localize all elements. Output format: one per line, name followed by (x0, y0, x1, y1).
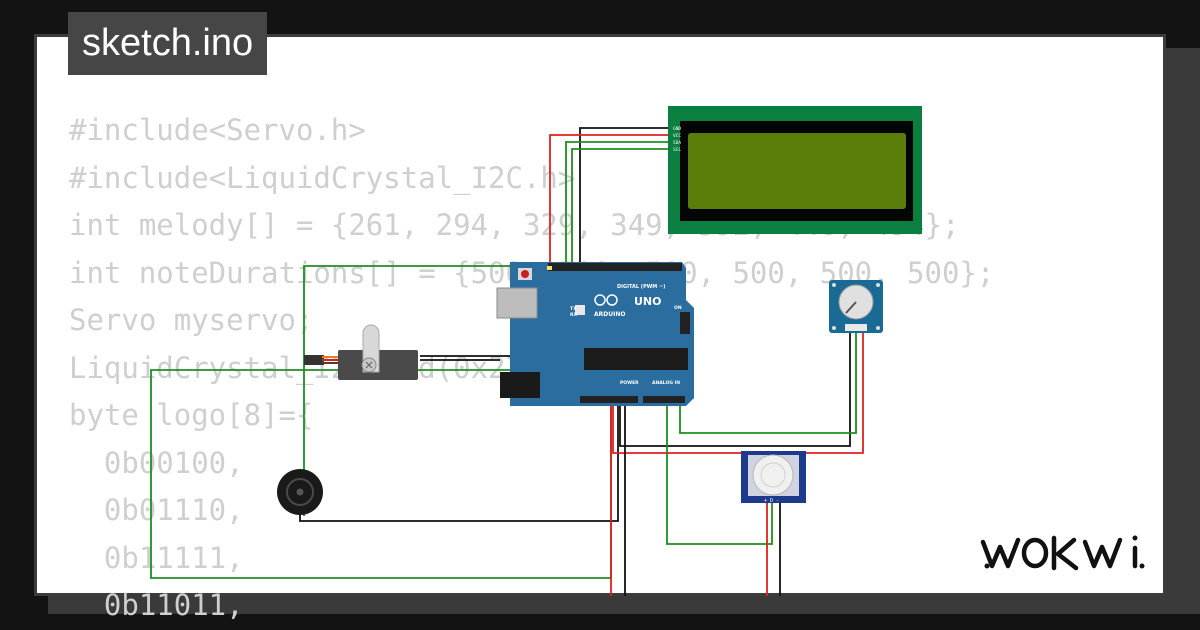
wire-lcd-vcc (549, 134, 669, 262)
led-l (547, 266, 552, 270)
logo-letter-w2 (1082, 537, 1123, 569)
code-line: byte logo[8]={ (69, 398, 314, 432)
logo-letter-k (1051, 535, 1079, 571)
logo-dot-2 (1139, 563, 1145, 569)
power-jack (500, 372, 540, 398)
wire-5v (612, 333, 864, 454)
code-line: int noteDurations[] = {500, 500, 500, 50… (69, 255, 995, 290)
analog-label: ANALOG IN (652, 380, 680, 386)
wire-buzzer-gnd (299, 397, 619, 522)
code-line: int melody[] = {261, 294, 329, 349, 392,… (69, 208, 960, 242)
lcd-pin-sda: SDA (673, 140, 681, 146)
arduino-model: UNO (634, 295, 662, 308)
pot-pointer (845, 301, 857, 314)
atmega-chip (584, 348, 688, 370)
wire-servo-signal (303, 265, 548, 360)
logo-dot-i (1132, 535, 1138, 541)
lcd-pin-vcc: VCC (673, 133, 681, 139)
code-line: 0b01110, (69, 493, 244, 527)
pir-lens-ring (760, 462, 786, 488)
pir-sensor[interactable]: + D - (741, 451, 806, 504)
lcd-screen (688, 133, 906, 209)
tx-label: TX (570, 306, 577, 312)
on-label: ON (674, 305, 682, 311)
pot-hole-tr (876, 283, 880, 287)
wire-lcd-sda (565, 141, 669, 262)
lcd-pin-scl: SCL (673, 147, 681, 153)
wire-lcd-scl (571, 148, 669, 262)
usb-port (496, 287, 538, 319)
pir-pins-label: + D - (764, 498, 779, 504)
code-line: #include<Servo.h> (69, 113, 366, 147)
arduino-brand: ARDUINO (594, 311, 625, 318)
servo-screw-icon (365, 361, 373, 369)
icsp-header (680, 312, 690, 334)
buzzer-ring (286, 478, 314, 506)
servo-connector (304, 355, 324, 365)
sketch-filename-tab[interactable]: sketch.ino (68, 12, 268, 75)
code-line: 0b11111, (69, 540, 244, 575)
arduino-logo-left (594, 294, 606, 306)
wire-gnd (619, 333, 851, 447)
pot-pins (845, 324, 867, 331)
power-header (580, 396, 638, 403)
pot-hole-bl (832, 326, 836, 330)
arduino-logo-right (606, 294, 618, 306)
sketch-filename: sketch.ino (82, 22, 254, 64)
digital-header (548, 263, 682, 271)
pot-hole-br (876, 326, 880, 330)
digital-label: DIGITAL (PWM ~) (617, 284, 665, 290)
pot-hole-tl (832, 283, 836, 287)
analog-header (643, 396, 685, 403)
buzzer-center (296, 488, 304, 496)
code-line: 0b11011, (69, 588, 244, 622)
wire-pir-signal (666, 397, 773, 545)
buzzer[interactable] (277, 469, 323, 515)
wokwi-logo[interactable] (980, 535, 1145, 571)
pir-lens (752, 454, 794, 496)
wire-pot-signal (679, 333, 857, 434)
arduino-uno[interactable]: UNO ARDUINO DIGITAL (PWM ~) POWER ANALOG… (496, 262, 694, 406)
reset-button[interactable] (521, 270, 529, 278)
potentiometer[interactable] (829, 280, 883, 333)
logo-badge (575, 305, 585, 315)
logo-letter-o (1021, 537, 1049, 569)
code-line: Servo myservo; (69, 303, 314, 337)
lcd-pin-gnd: GND (673, 126, 681, 132)
rx-label: RX (570, 312, 577, 318)
power-label: POWER (620, 380, 639, 386)
code-preview: #include<Servo.h> #include<LiquidCrystal_… (69, 107, 994, 630)
code-line: #include<LiquidCrystal_I2C.h> (69, 160, 576, 195)
servo-motor[interactable] (304, 324, 418, 380)
logo-letter-w1 (980, 537, 1021, 569)
wire-lcd-gnd (420, 127, 669, 357)
code-line: 0b00100, (69, 445, 244, 480)
logo-dot-1 (984, 563, 990, 569)
lcd-display[interactable]: GND VCC SDA SCL (668, 106, 922, 234)
